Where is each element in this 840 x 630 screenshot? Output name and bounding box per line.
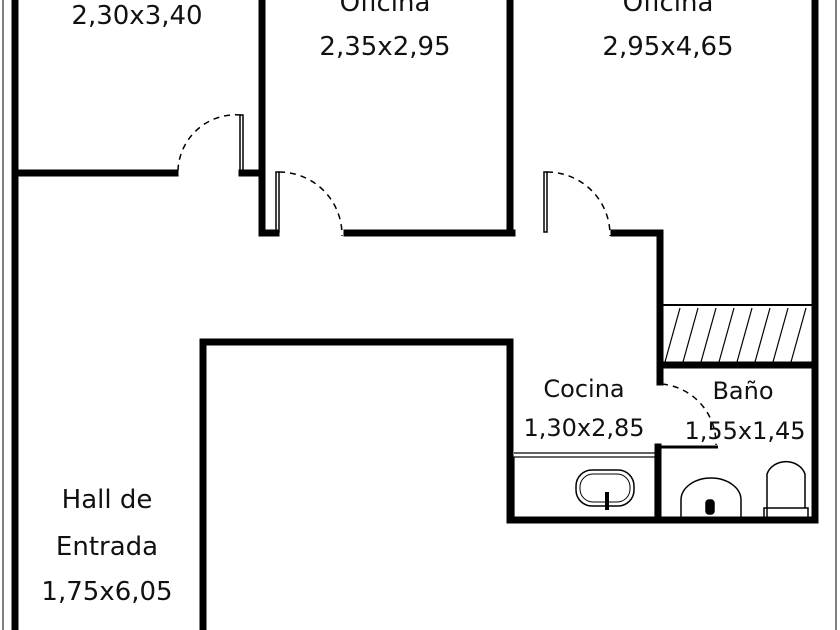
washbasin-icon <box>680 477 742 519</box>
door-bano[interactable] <box>661 383 717 446</box>
room-size-cocina: 1,30x2,85 <box>523 414 645 442</box>
room-name-hall-line2: Entrada <box>55 532 159 562</box>
doors <box>177 114 717 446</box>
room-size-dormitorio: 2,30x3,40 <box>71 1 203 31</box>
room-name-hall-line1: Hall de <box>61 485 153 515</box>
toilet-icon <box>766 460 806 518</box>
bathroom-fixtures <box>680 460 809 520</box>
door-oficina-1[interactable] <box>275 171 343 237</box>
room-size-oficina-2: 2,95x4,65 <box>602 32 734 62</box>
room-size-hall: 1,75x6,05 <box>41 577 173 607</box>
room-size-bano: 1,55x1,45 <box>684 417 806 445</box>
room-size-oficina-1: 2,35x2,95 <box>319 32 451 62</box>
door-dormitorio[interactable] <box>177 114 244 177</box>
room-name-oficina-2: Oficina <box>622 0 714 18</box>
walls <box>11 0 819 630</box>
room-name-oficina-1: Oficina <box>339 0 431 18</box>
kitchen-counter <box>513 452 656 520</box>
room-name-cocina: Cocina <box>543 375 625 403</box>
hatched-shaft <box>664 307 807 363</box>
room-name-bano: Baño <box>712 377 774 405</box>
door-oficina-2[interactable] <box>543 171 611 237</box>
